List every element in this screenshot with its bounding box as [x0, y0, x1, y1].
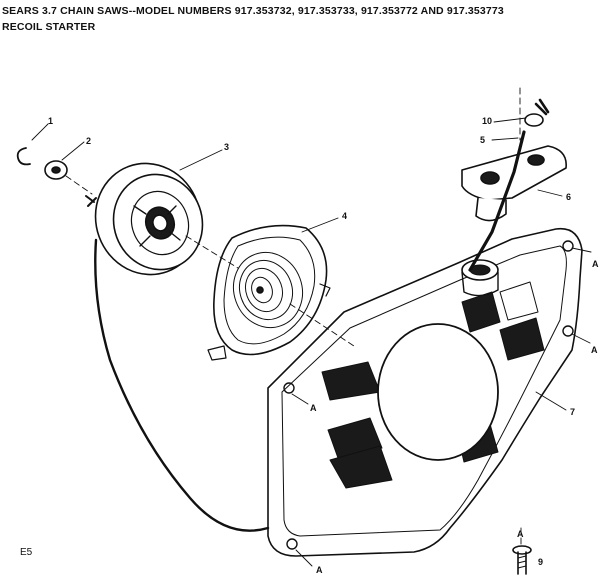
retaining-ring	[16, 147, 31, 166]
attachment-label-a: A	[592, 259, 599, 269]
starter-handle	[461, 145, 567, 222]
page-subtitle: RECOIL STARTER	[2, 21, 96, 33]
attachment-label-a: A	[310, 403, 317, 413]
callout-2: 2	[86, 136, 91, 146]
callout-10: 10	[482, 116, 492, 126]
screw	[512, 545, 532, 575]
callout-4: 4	[342, 211, 347, 221]
callout-7: 7	[570, 407, 575, 417]
callout-5: 5	[480, 135, 485, 145]
recoil-spring	[207, 224, 331, 361]
callout-1: 1	[48, 116, 53, 126]
attachment-label-a: A	[316, 565, 323, 575]
attachment-label-a: A	[591, 345, 598, 355]
pulley	[85, 162, 204, 276]
callout-6: 6	[566, 192, 571, 202]
washer	[44, 160, 68, 180]
page-code: E5	[20, 547, 33, 558]
callout-9: 9	[538, 557, 543, 567]
assembly-lines	[65, 87, 522, 547]
leader-lines	[31, 117, 592, 567]
attachment-label-a: A	[517, 529, 524, 539]
starter-rope	[94, 130, 526, 532]
callout-3: 3	[224, 142, 229, 152]
rope-knot	[524, 98, 550, 127]
starter-housing	[267, 227, 583, 557]
page-title: SEARS 3.7 CHAIN SAWS--MODEL NUMBERS 917.…	[2, 5, 504, 17]
